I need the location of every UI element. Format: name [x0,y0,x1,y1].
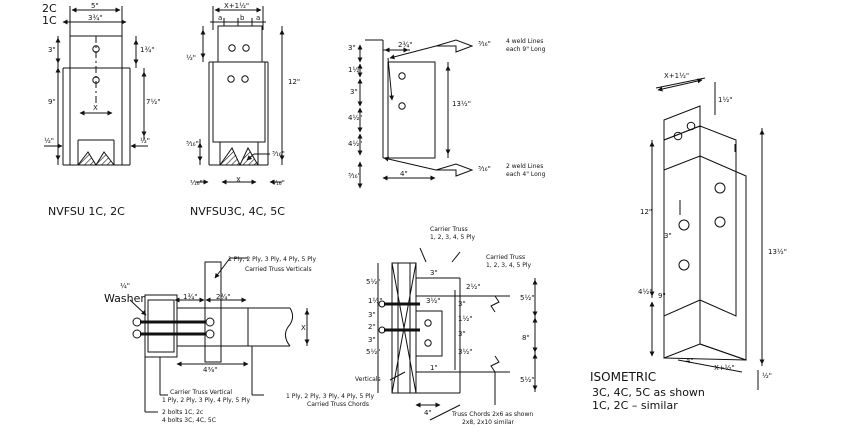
dim-half-iso-label: ½" [762,372,773,380]
dim-1-1h-elev-b-label: 1½" [458,315,473,323]
dim-4-1h-iso-label: 4½" [638,288,653,296]
dim-3-16-v3-label: ³⁄₁₆" [348,172,361,180]
weld-note-top-2: each 9" Long [506,46,546,53]
dim-1-3-4-label: 1¾" [183,293,198,301]
dim-9-label: 9" [48,98,56,106]
dim-4-3-8-label: 4⅜" [203,366,218,374]
truss-chords-note-1: Truss Chords 2x6 as shown [452,411,534,418]
dim-2-3-4-label: 2¾" [216,293,231,301]
dim-2-3q-label: 2¾" [398,41,413,49]
dim-5-label: 5" [91,2,99,10]
carrier-truss-callout-2: 1, 2, 3, 4, 5 Ply [430,234,476,241]
dim-3-elev-top-label: 3" [430,269,438,277]
dim-x-plus-1h-label: X+1½" [224,2,250,10]
verticals-callout-2: Carried Truss Verticals [245,266,312,273]
dim-1-1h-elev-label: 1½" [368,297,383,305]
dim-x-plus-1-2-label: X+1½" [664,72,690,80]
dim-half-left-label: ½" [44,137,55,145]
carried-truss-callout-2: 1, 2, 3, 4, 5 Ply [486,262,532,269]
chords-callout-1: 1 Ply, 2 Ply, 3 Ply, 4 Ply, 5 Ply [286,393,375,400]
chords-callout-2: Carried Truss Chords [307,401,369,408]
dim-1-16-right-label: ¹⁄₁₆" [272,179,285,187]
dim-9-iso-label: 9" [658,292,666,300]
carrier-vertical-callout-1: Carrier Truss Vertical [170,389,233,396]
dim-13-1h-label: 13½" [452,100,471,108]
dim-x-plus-half-label: X+½" [714,364,735,372]
weld-side-view [357,39,474,189]
dim-4-elev-label: 4" [424,409,432,417]
dim-3-3q-label: 3¾" [88,14,103,22]
nvfsu-1c-2c-title: NVFSU 1C, 2C [48,205,125,218]
isometric-title: ISOMETRIC [590,370,657,384]
dim-x-label: X [93,104,98,112]
dim-2-label: 2" [368,323,376,331]
dim-1-16-left-label: ¹⁄₁₆" [190,179,203,187]
bolts-callout-2: 4 bolts 3C, 4C, 5C [162,417,216,424]
nvfsu3c-4c-5c-view [196,6,285,185]
weld-note-bottom-2: each 4" Long [506,171,546,178]
dim-a-left-label: a [218,14,223,22]
dim-half-right-label: ½" [140,137,151,145]
dim-1-1h-v3-label: 1½" [348,66,363,74]
dim-half-v2-label: ½" [186,54,197,62]
truss-chords-note-2: 2x8, 2x10 similar [462,419,515,426]
dim-1-label: 1" [430,364,438,372]
dim-5-1h-top-label: 5½" [366,278,381,286]
dim-4-v3-label: 4" [400,170,408,178]
weld-note-bottom-1: 2 weld Lines [506,163,544,170]
dim-3-1h-b-label: 3½" [458,348,473,356]
verticals-label: Verticals [355,376,381,383]
bolted-connection-view [129,257,310,413]
dim-3-elev-a-label: 3" [458,300,466,308]
dim-x-bottom-label: X [301,324,306,332]
weld-size-top: ³⁄₁₆" [478,40,491,48]
carrier-vertical-callout-2: 1 Ply, 2 Ply, 3 Ply, 4 Ply, 5 Ply [162,397,251,404]
carried-truss-callout-1: Carried Truss [486,254,526,261]
dim-4-iso-label: 4" [686,357,694,365]
washer-size-label: ¼" [120,282,131,290]
dim-3-elev-c-label: 3" [458,330,466,338]
dim-5-1h-bottom-label: 5½" [366,348,381,356]
dim-1c-label: 1C [42,14,57,27]
verticals-callout-1: 1 Ply, 2 Ply, 3 Ply, 4 Ply, 5 Ply [228,256,317,263]
elevation-view [377,247,538,421]
dim-13-1h-iso-label: 13½" [768,248,787,256]
washer-label: Washer [104,292,145,305]
dim-5-1h-right-bottom-label: 5½" [520,376,535,384]
isometric-note-2: 1C, 2C – similar [592,399,678,412]
bolts-callout-1: 2 bolts 1C, 2c [162,409,204,416]
dim-a-right-label: a [256,14,261,22]
dim-3-iso-label: 3" [664,232,672,240]
dim-3-v3a-label: 3" [348,44,356,52]
weld-note-top-1: 4 weld Lines [506,38,544,45]
dim-7-1h-label: 7½" [146,98,161,106]
dim-b-label: b [240,14,245,22]
dim-4-1h-v3-label: 4½" [348,114,363,122]
dim-4-1h-v3b-label: 4½" [348,140,363,148]
isometric-view [649,77,765,390]
dim-2c-label: 2C [42,2,57,15]
dim-1-3q-label: 1¾" [140,46,155,54]
dim-3-1h-a-label: 3½" [426,297,441,305]
dim-8-label: 8" [522,334,530,342]
dim-x-v2-label: X [236,176,241,184]
carrier-truss-callout-1: Carrier Truss [430,226,468,233]
nvfsu3c-title: NVFSU3C, 4C, 5C [190,205,285,218]
nvfsu-1c-2c-view [44,6,148,166]
dim-3-label: 3" [48,46,56,54]
dim-3-16-side-label: ³⁄₁₆" [272,150,285,158]
isometric-note-1: 3C, 4C, 5C as shown [592,386,705,399]
weld-size-bottom: ³⁄₁₆" [478,165,491,173]
dim-1-1h-iso-label: 1½" [718,96,733,104]
dim-12-label: 12" [288,78,301,86]
dim-2-1h-label: 2½" [466,283,481,291]
dim-12-iso-label: 12" [640,208,653,216]
dim-5-1h-right-top-label: 5½" [520,294,535,302]
dim-3-elev-b-label: 3" [368,311,376,319]
dim-3-v3b-label: 3" [350,88,358,96]
dim-3-elev-d-label: 3" [368,336,376,344]
dim-3-16-v2-label: ³⁄₁₆" [186,140,199,148]
